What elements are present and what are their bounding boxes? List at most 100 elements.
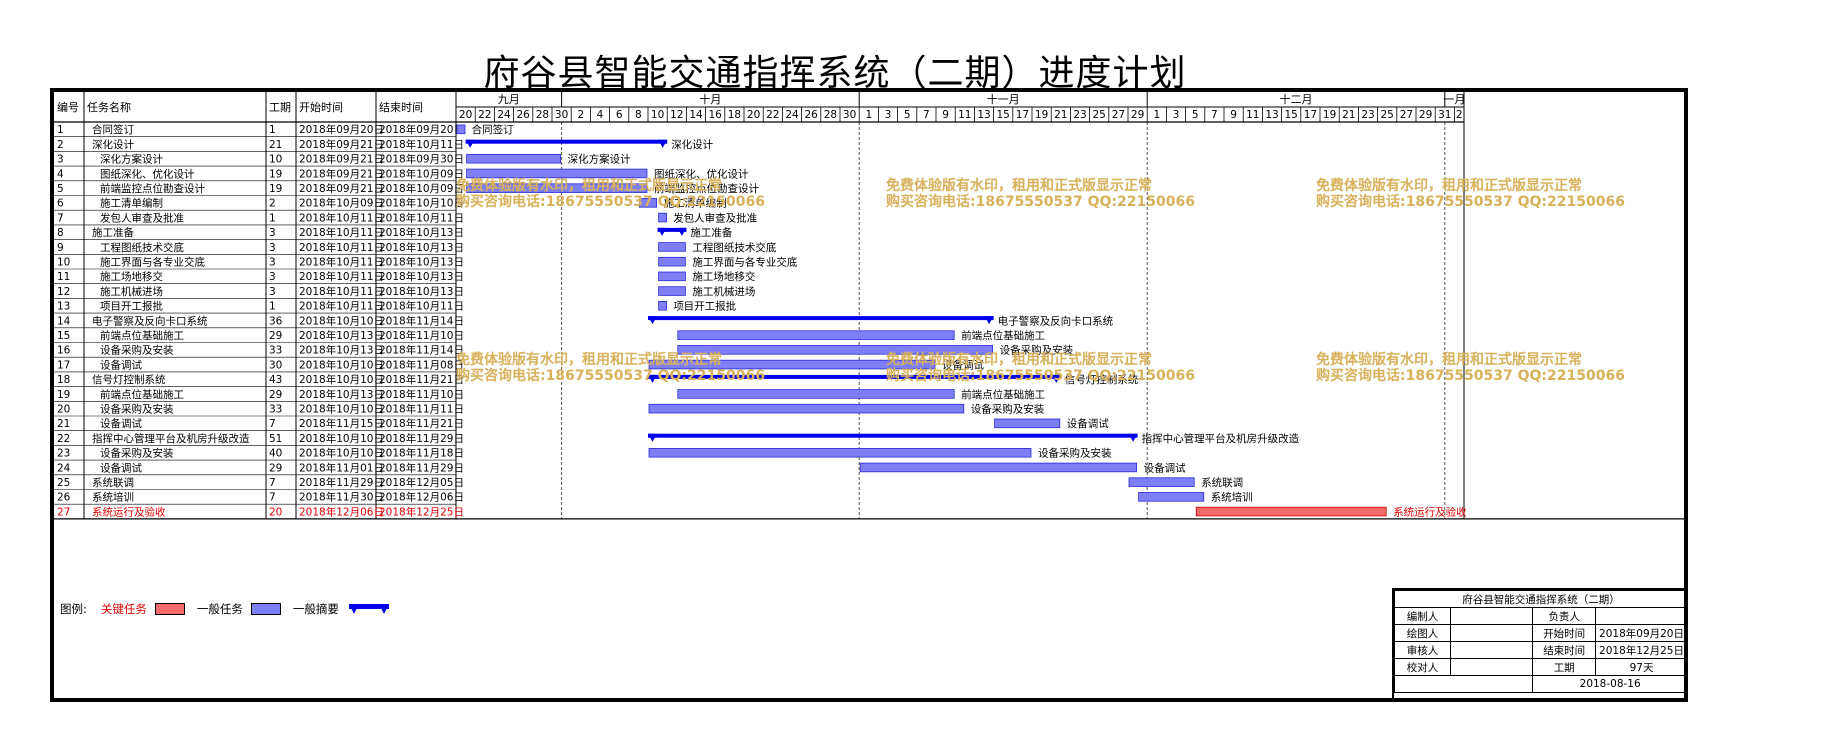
watermark-line2: 购买咨询电话:18675550537 QQ:22150066 — [886, 193, 1195, 210]
day-tick-label: 25 — [1381, 109, 1394, 121]
task-id: 23 — [57, 448, 70, 460]
legend-critical-swatch — [154, 603, 185, 615]
task-duration: 3 — [269, 271, 276, 283]
titleblock-blank — [1393, 675, 1534, 693]
task-end: 2018年12月05日 — [379, 476, 464, 489]
task-end: 2018年11月21日 — [379, 373, 464, 386]
summary-end-marker — [1128, 433, 1138, 442]
task-id: 5 — [57, 183, 64, 195]
titleblock-owner — [1595, 607, 1688, 625]
day-tick-label: 9 — [942, 109, 949, 121]
legend-critical-label: 关键任务 — [100, 602, 147, 616]
month-label: 十二月 — [1280, 92, 1313, 106]
task-end: 2018年10月13日 — [379, 270, 464, 283]
task-start: 2018年09月20日 — [299, 123, 384, 136]
task-bar — [658, 286, 686, 296]
task-bar — [658, 212, 667, 223]
day-tick-label: 11 — [1246, 109, 1259, 121]
task-end: 2018年10月09日 — [379, 167, 464, 180]
day-tick-label: 26 — [517, 109, 531, 121]
task-duration: 1 — [269, 301, 276, 313]
summary-bar — [648, 433, 1138, 438]
task-name: 项目开工报批 — [100, 300, 163, 313]
task-id: 21 — [57, 418, 70, 430]
task-start: 2018年10月10日 — [299, 447, 384, 460]
task-end: 2018年11月14日 — [379, 344, 464, 357]
task-end: 2018年11月29日 — [379, 461, 464, 474]
task-end: 2018年10月13日 — [379, 241, 464, 254]
task-end: 2018年09月30日 — [379, 153, 464, 166]
task-start: 2018年10月09日 — [299, 197, 384, 210]
task-duration: 7 — [269, 477, 276, 489]
day-tick-label: 9 — [1230, 109, 1237, 121]
task-id: 12 — [57, 286, 70, 298]
day-tick-label: 20 — [459, 109, 472, 121]
task-id: 8 — [57, 227, 64, 239]
page-title: 府谷县智能交通指挥系统（二期）进度计划 — [483, 53, 1187, 94]
task-start: 2018年10月13日 — [299, 388, 384, 401]
task-id: 24 — [57, 462, 71, 474]
col-name-header: 任务名称 — [87, 100, 131, 114]
task-start: 2018年10月11日 — [299, 226, 384, 239]
legend-summary-swatch — [348, 604, 389, 614]
summary-start-marker — [648, 433, 657, 442]
task-bar — [466, 154, 562, 164]
task-start: 2018年10月11日 — [299, 300, 384, 313]
summary-start-marker — [465, 139, 475, 148]
task-id: 25 — [57, 477, 70, 489]
task-end: 2018年11月10日 — [379, 388, 464, 401]
day-tick-label: 3 — [1173, 109, 1180, 121]
task-end: 2018年11月21日 — [379, 417, 464, 430]
bar-label: 系统培训 — [1211, 491, 1253, 504]
summary-start-marker — [648, 316, 657, 325]
task-start: 2018年09月21日 — [299, 153, 384, 166]
task-bar — [648, 447, 1032, 458]
task-end: 2018年10月09日 — [379, 182, 464, 195]
day-tick-label: 15 — [997, 109, 1010, 121]
day-tick-label: 24 — [497, 109, 511, 121]
titleblock-checker — [1450, 658, 1534, 676]
bar-label: 施工清单编制 — [664, 197, 727, 210]
task-end: 2018年10月13日 — [379, 256, 464, 269]
bar-label: 施工机械进场 — [692, 285, 755, 298]
task-start: 2018年11月15日 — [299, 417, 384, 430]
watermark-line2: 购买咨询电话:18675550537 QQ:22150066 — [456, 193, 765, 210]
day-tick-label: 21 — [1054, 109, 1067, 121]
watermark-line1: 免费体验版有水印，租用和正式版显示正常 — [886, 351, 1152, 368]
titleblock-owner-label: 负责人 — [1532, 607, 1597, 625]
task-id: 13 — [57, 301, 70, 313]
task-name: 设备采购及安装 — [100, 447, 174, 460]
task-start: 2018年09月21日 — [299, 182, 384, 195]
task-bar — [648, 403, 965, 414]
titleblock-end: 2018年12月25日 — [1595, 641, 1688, 659]
task-bar — [456, 124, 466, 135]
task-name: 发包人审查及批准 — [100, 211, 184, 224]
bar-label: 项目开工报批 — [673, 300, 736, 313]
task-bar — [658, 256, 686, 267]
task-start: 2018年10月11日 — [299, 241, 384, 254]
task-end: 2018年10月13日 — [379, 285, 464, 298]
legend-normal-label: 一般任务 — [196, 602, 243, 616]
day-tick-label: 5 — [904, 109, 911, 121]
task-bar — [658, 271, 686, 282]
titleblock-start: 2018年09月20日 — [1595, 624, 1688, 642]
watermark-line2: 购买咨询电话:18675550537 QQ:22150066 — [1316, 193, 1625, 210]
bar-label: 深化设计 — [671, 138, 713, 151]
task-id: 15 — [57, 330, 70, 342]
task-end: 2018年11月10日 — [379, 329, 464, 342]
task-duration: 36 — [269, 315, 283, 327]
task-id: 26 — [57, 492, 71, 504]
watermark-line1: 免费体验版有水印，租用和正式版显示正常 — [886, 177, 1152, 194]
day-tick-label: 28 — [536, 109, 549, 121]
day-tick-label: 16 — [709, 109, 723, 121]
watermark-line1: 免费体验版有水印，租用和正式版显示正常 — [456, 177, 722, 194]
task-name: 电子警察及反向卡口系统 — [92, 314, 208, 327]
watermark-line1: 免费体验版有水印，租用和正式版显示正常 — [456, 351, 722, 368]
summary-end-marker — [677, 227, 687, 236]
day-tick-label: 12 — [670, 109, 683, 121]
task-duration: 29 — [269, 389, 282, 401]
day-tick-label: 29 — [1131, 109, 1144, 121]
task-end: 2018年11月14日 — [379, 314, 464, 327]
month-label: 九月 — [498, 93, 520, 106]
